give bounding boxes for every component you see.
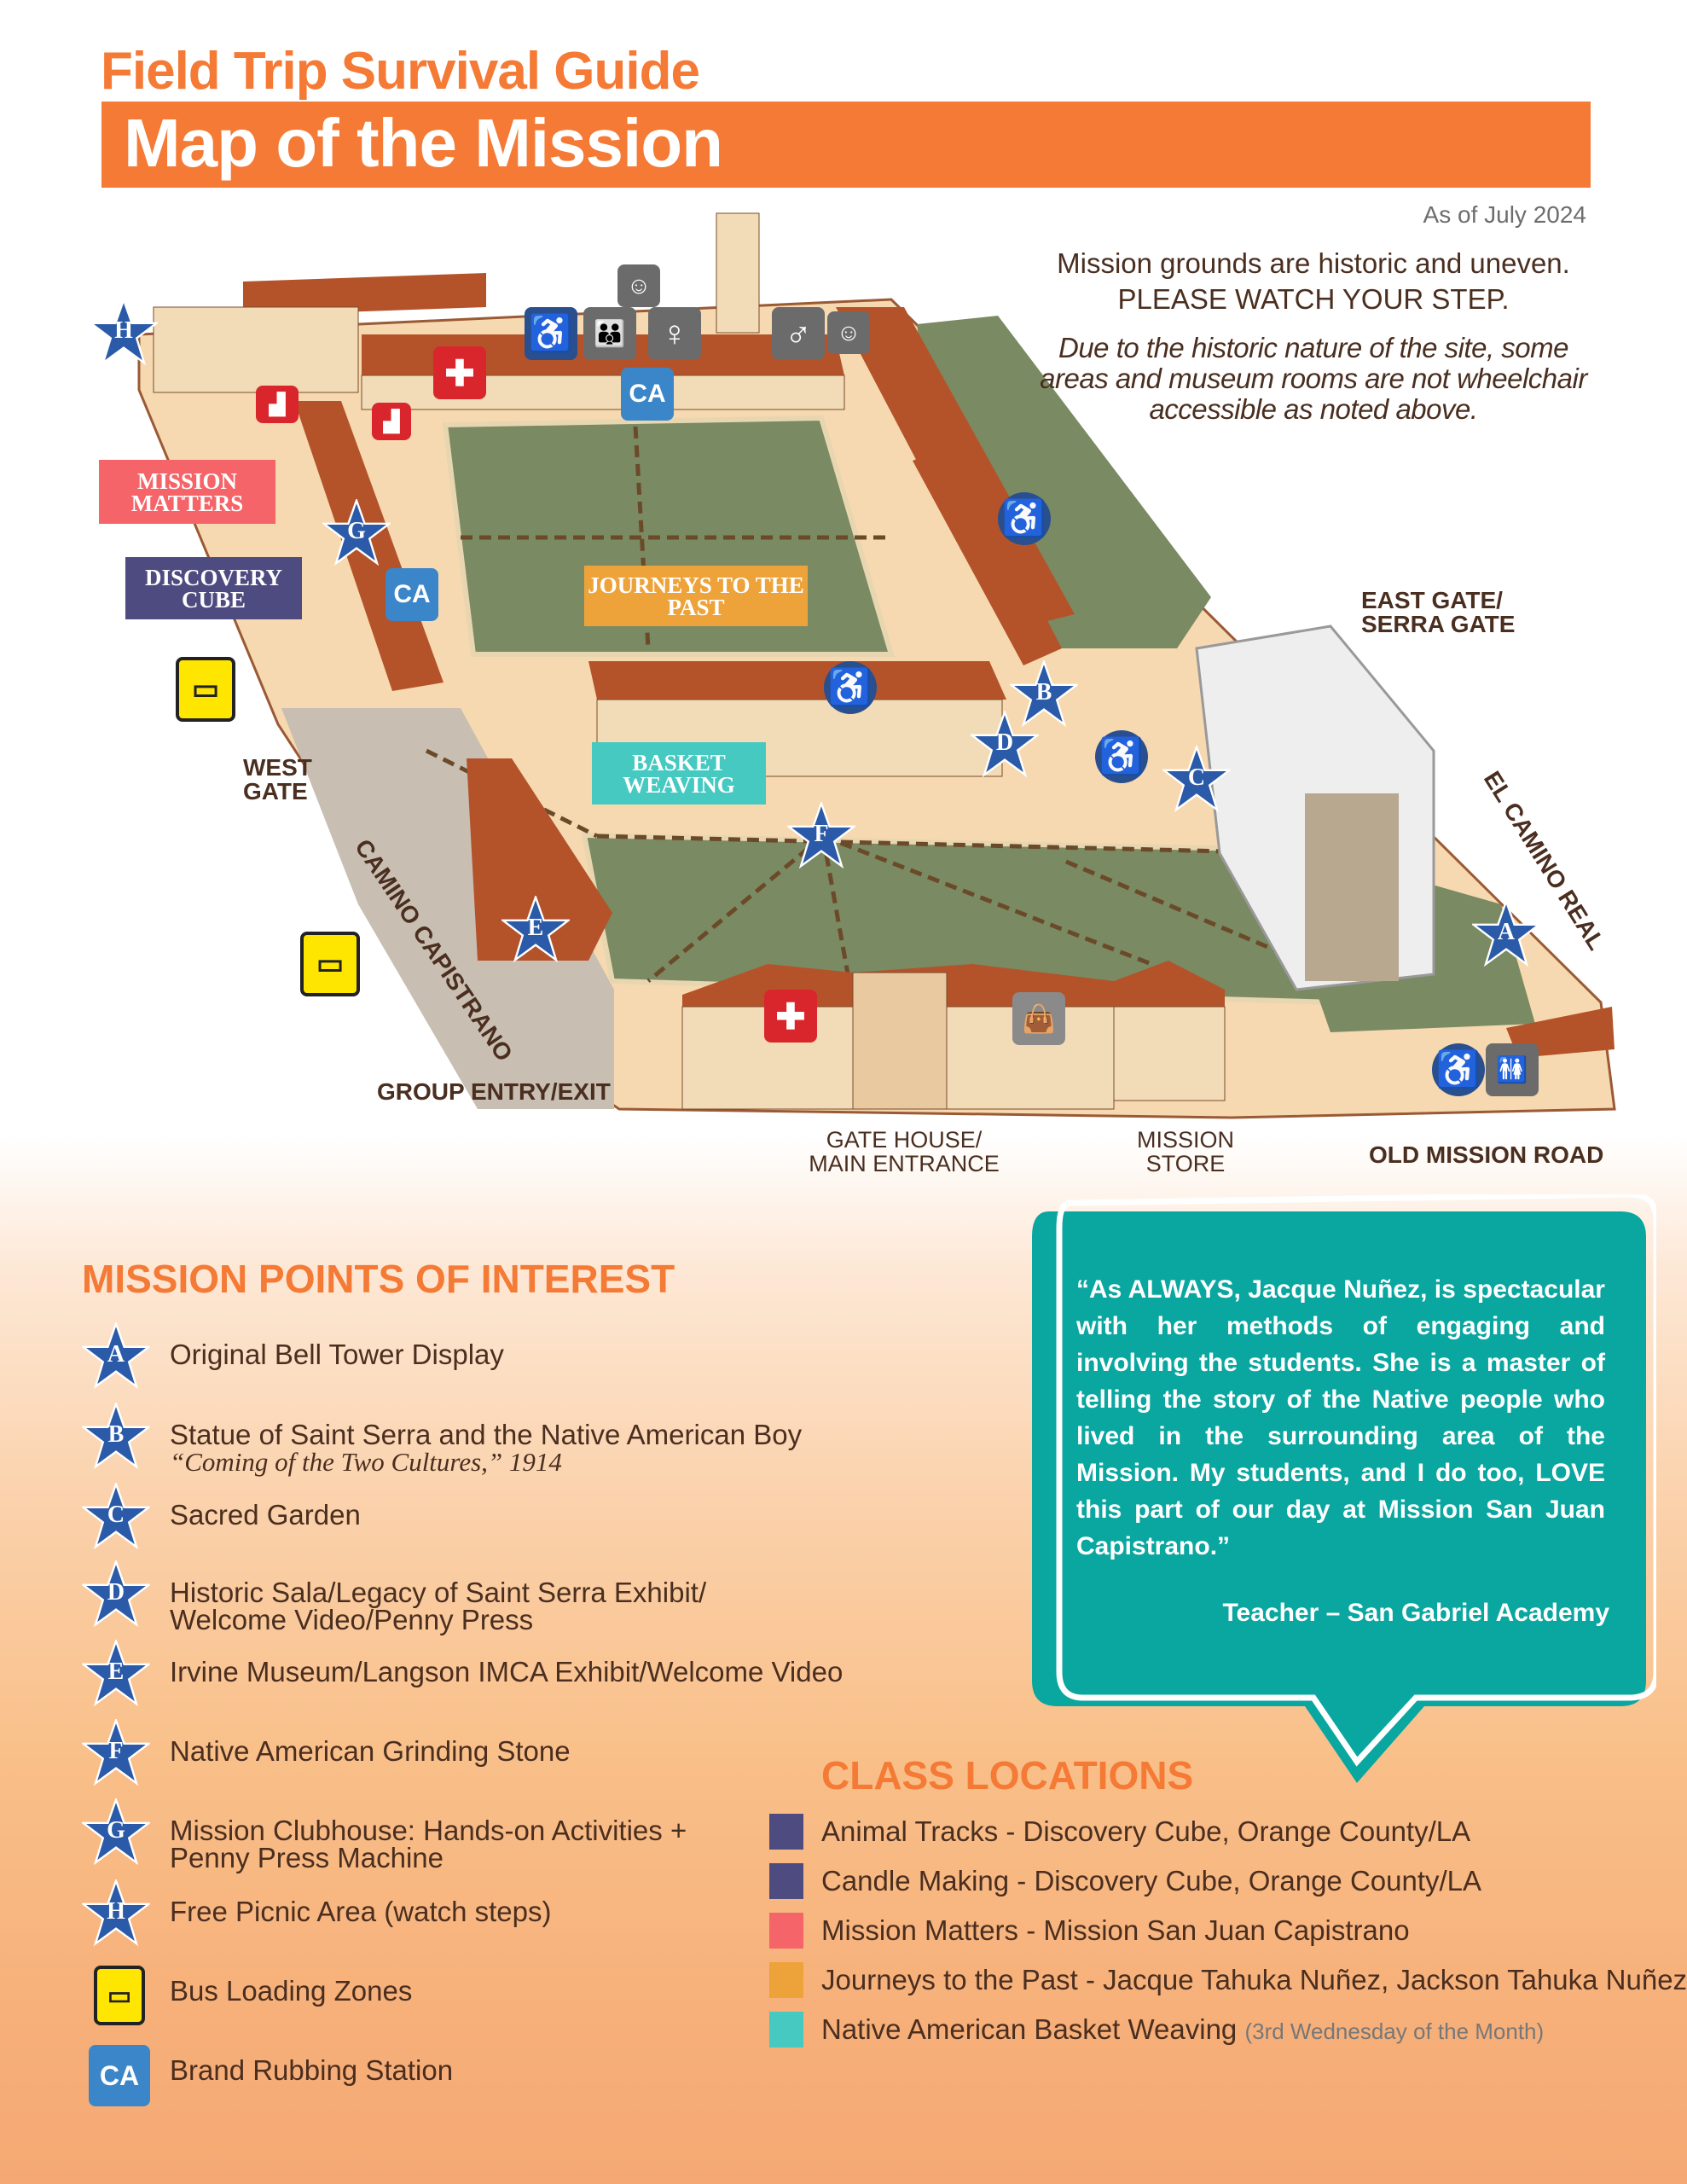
- color-swatch: [769, 1863, 803, 1899]
- title-bar: [101, 102, 1591, 188]
- stairs-icon: ▟: [256, 386, 299, 423]
- brand-rubbing-icon: CA: [621, 368, 674, 421]
- wheelchair-icon: ♿: [998, 492, 1051, 545]
- poi-label: Original Bell Tower Display: [170, 1339, 504, 1370]
- class-locations-heading: CLASS LOCATIONS: [821, 1753, 1194, 1798]
- poi-item: F Native American Grinding Stone: [80, 1716, 849, 1815]
- stairs-icon: ▟: [372, 403, 411, 440]
- poi-item: CA Brand Rubbing Station: [82, 2045, 849, 2134]
- mens-restroom-icon: ♂: [772, 307, 825, 360]
- class-location-label: Animal Tracks - Discovery Cube, Orange C…: [821, 1815, 1471, 1847]
- poi-item: ▭ Bus Loading Zones: [82, 1966, 849, 2054]
- class-location-item: Candle Making - Discovery Cube, Orange C…: [769, 1863, 1673, 1901]
- poi-item: B Statue of Saint Serra and the Native Am…: [80, 1400, 849, 1498]
- bus-icon: ▭: [300, 932, 360, 996]
- map-label-basket-weaving: BASKET WEAVING: [592, 742, 766, 804]
- restroom-icon: 🚻: [1486, 1043, 1539, 1096]
- class-location-label: Native American Basket Weaving (3rd Wedn…: [821, 2013, 1545, 2045]
- star-marker-icon: E: [80, 1637, 152, 1708]
- star-marker-icon: B: [80, 1400, 152, 1471]
- label-gate-house: GATE HOUSE/ MAIN ENTRANCE: [809, 1127, 1000, 1176]
- map-label-discovery-cube: DISCOVERY CUBE: [125, 557, 302, 619]
- class-location-label: Candle Making - Discovery Cube, Orange C…: [821, 1865, 1482, 1896]
- testimonial-author: Teacher – San Gabriel Academy: [1222, 1599, 1609, 1627]
- poi-item: E Irvine Museum/Langson IMCA Exhibit/Welc…: [80, 1637, 849, 1735]
- class-location-item: Animal Tracks - Discovery Cube, Orange C…: [769, 1814, 1673, 1851]
- poi-heading: MISSION POINTS OF INTEREST: [82, 1257, 675, 1301]
- label-mission-store: MISSION STORE: [1136, 1127, 1234, 1176]
- wheelchair-icon: ♿: [824, 661, 877, 714]
- baby-changing-icon: ☺: [827, 311, 870, 354]
- label-west-gate: WEST GATE: [243, 754, 312, 804]
- star-marker-icon: C: [80, 1480, 152, 1551]
- poi-item: D Historic Sala/Legacy of Saint Serra Exh…: [80, 1558, 849, 1656]
- star-marker-icon: H: [80, 1877, 152, 1948]
- bus-icon: ▭: [176, 657, 235, 722]
- bus-icon: ▭: [94, 1966, 145, 2025]
- page-title: Map of the Mission: [124, 105, 723, 181]
- poi-item: H Free Picnic Area (watch steps): [80, 1877, 849, 1975]
- marker-h: H: [88, 296, 159, 367]
- class-location-label: Journeys to the Past - Jacque Tahuka Nuñ…: [821, 1964, 1687, 1995]
- mission-map: [137, 212, 1616, 1119]
- star-marker-icon: F: [80, 1716, 152, 1787]
- marker-g: G: [321, 497, 392, 567]
- baby-changing-icon: ☺: [617, 264, 660, 307]
- wheelchair-icon: ♿: [1432, 1043, 1485, 1096]
- wheelchair-icon: ♿: [525, 307, 577, 360]
- class-location-label: Mission Matters - Mission San Juan Capis…: [821, 1914, 1410, 1946]
- marker-a: A: [1470, 897, 1542, 968]
- color-swatch: [769, 1814, 803, 1850]
- poi-label: Historic Sala/Legacy of Saint Serra Exhi…: [170, 1577, 707, 1635]
- lawn-east: [917, 316, 1211, 648]
- notice-accessibility: Due to the historic nature of the site, …: [1040, 332, 1587, 425]
- color-swatch: [769, 2012, 803, 2048]
- label-east-gate: EAST GATE/ SERRA GATE: [1361, 587, 1516, 637]
- first-aid-icon: ✚: [764, 990, 817, 1043]
- poi-label: Mission Clubhouse: Hands-on Activities +…: [170, 1815, 687, 1873]
- quote-bubble: [1032, 1194, 1656, 1783]
- guide-subtitle: Field Trip Survival Guide: [101, 42, 700, 101]
- marker-d: D: [969, 708, 1041, 779]
- poi-label: Sacred Garden: [170, 1499, 361, 1531]
- label-group-entry: GROUP ENTRY/EXIT: [377, 1078, 611, 1105]
- poi-label: Statue of Saint Serra and the Native Ame…: [170, 1419, 803, 1477]
- poi-label: Native American Grinding Stone: [170, 1735, 571, 1767]
- poi-item: A Original Bell Tower Display: [80, 1320, 849, 1418]
- color-swatch: [769, 1962, 803, 1998]
- first-aid-icon: ✚: [433, 346, 486, 399]
- poi-label: Brand Rubbing Station: [170, 2054, 454, 2086]
- poi-label: Free Picnic Area (watch steps): [170, 1896, 552, 1927]
- label-old-mission-road: OLD MISSION ROAD: [1369, 1141, 1604, 1168]
- poi-item: C Sacred Garden: [80, 1480, 849, 1578]
- class-location-item: Mission Matters - Mission San Juan Capis…: [769, 1913, 1673, 1950]
- notice-line-2: PLEASE WATCH YOUR STEP.: [1117, 283, 1510, 315]
- brand-rubbing-icon: CA: [386, 568, 438, 621]
- testimonial-quote: “As ALWAYS, Jacque Nuñez, is spectacular…: [1076, 1275, 1605, 1560]
- star-marker-icon: D: [80, 1558, 152, 1629]
- star-marker-icon: G: [80, 1796, 152, 1867]
- marker-e: E: [500, 893, 571, 964]
- marker-f: F: [786, 799, 857, 870]
- color-swatch: [769, 1913, 803, 1949]
- poi-label: Bus Loading Zones: [170, 1975, 413, 2007]
- marker-b: B: [1008, 658, 1080, 729]
- poi-item: G Mission Clubhouse: Hands-on Activities …: [80, 1796, 849, 1894]
- road-area: [281, 708, 614, 1109]
- map-label-journeys: JOURNEYS TO THE PAST: [584, 566, 808, 626]
- shopping-bag-icon: 👜: [1012, 992, 1065, 1045]
- map-label-mission-matters: MISSION MATTERS: [99, 460, 275, 524]
- womens-restroom-icon: ♀: [648, 307, 701, 360]
- class-location-item: Journeys to the Past - Jacque Tahuka Nuñ…: [769, 1962, 1687, 2000]
- brand-rubbing-icon: CA: [89, 2045, 150, 2106]
- class-location-item: Native American Basket Weaving (3rd Wedn…: [769, 2012, 1673, 2049]
- as-of-date: As of July 2024: [1423, 201, 1586, 228]
- wheelchair-icon: ♿: [1095, 730, 1148, 783]
- star-marker-icon: A: [80, 1320, 152, 1391]
- notice-line-1: Mission grounds are historic and uneven.: [1057, 247, 1570, 279]
- poi-label: Irvine Museum/Langson IMCA Exhibit/Welco…: [170, 1656, 844, 1687]
- family-restroom-icon: 👪: [583, 307, 636, 360]
- marker-c: C: [1161, 743, 1232, 814]
- notice-uneven: Mission grounds are historic and uneven.…: [1023, 246, 1603, 317]
